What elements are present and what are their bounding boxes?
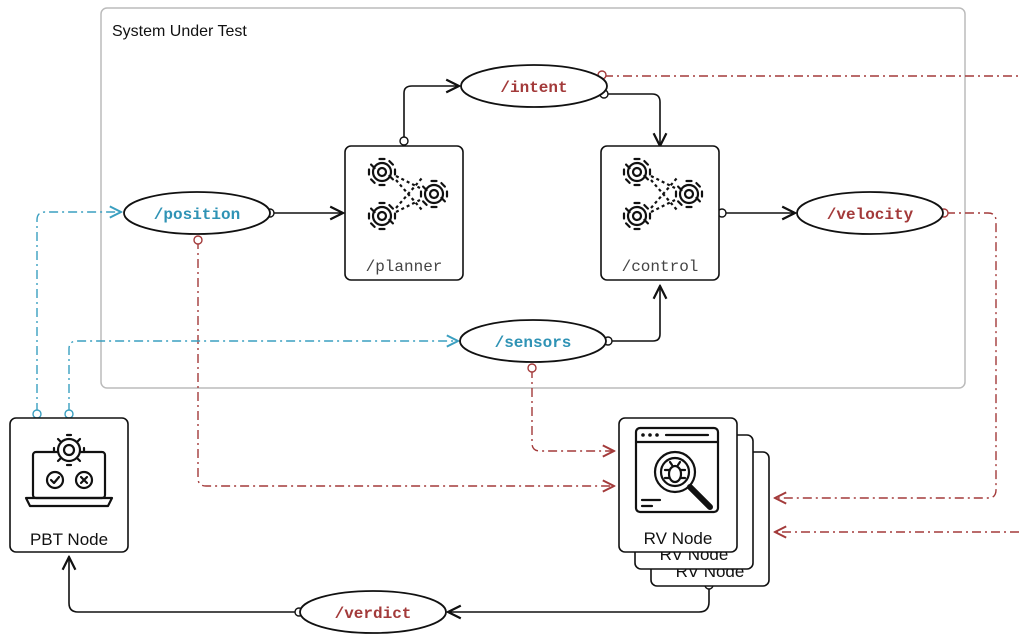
system-under-test-frame: [100, 7, 966, 389]
topic-velocity-label: /velocity: [827, 206, 914, 224]
rv-node-stack: RV Node RV Node RV Node: [618, 417, 770, 587]
control-node: /control: [600, 145, 720, 281]
topic-verdict-label: /verdict: [335, 605, 412, 623]
blue-input-connections: [32, 212, 458, 419]
topic-intent-label: /intent: [500, 79, 567, 97]
bug-search-icon: [634, 426, 720, 514]
topic-position: /position: [123, 191, 271, 235]
red-monitor-connections: [193, 70, 1019, 532]
topic-intent: /intent: [460, 64, 608, 108]
pbt-node-label: PBT Node: [30, 530, 108, 549]
rv-node-label: RV Node: [644, 529, 713, 548]
planner-node-label: /planner: [366, 258, 443, 276]
topic-velocity: /velocity: [796, 191, 944, 235]
planner-node: /planner: [344, 145, 464, 281]
rv-node-front: RV Node: [618, 417, 738, 553]
laptop-gear-check-icon: [24, 433, 114, 508]
topic-sensors-label: /sensors: [495, 334, 572, 352]
system-under-test-title: System Under Test: [112, 23, 247, 40]
control-node-label: /control: [622, 258, 699, 276]
topic-verdict: /verdict: [299, 590, 447, 634]
topic-sensors: /sensors: [459, 319, 607, 363]
pbt-node: PBT Node: [9, 417, 129, 553]
topic-position-label: /position: [154, 206, 240, 224]
